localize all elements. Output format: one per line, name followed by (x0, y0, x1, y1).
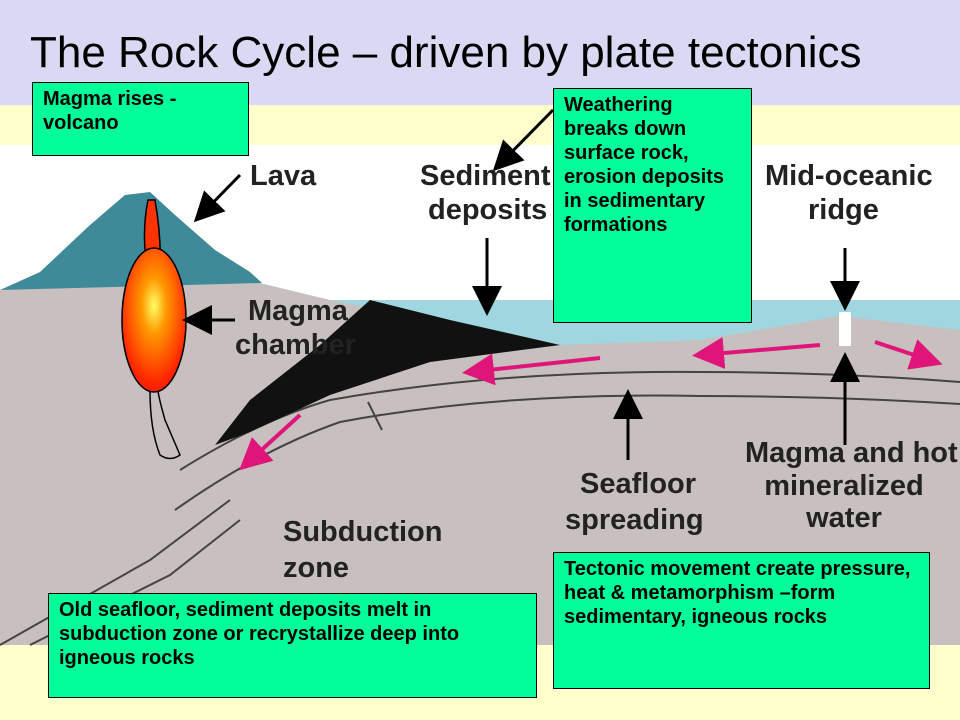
ridge-vent (839, 312, 851, 346)
label-magma-chamber-2: chamber (235, 329, 356, 361)
flow-arrow-subduction (239, 413, 302, 471)
label-magma-hot-1: Magma and hot (745, 437, 958, 469)
arrow-lava (193, 173, 242, 223)
flow-arrow-left-ridge (692, 337, 821, 369)
label-seafloor-1: Seafloor (580, 468, 697, 500)
label-magma-chamber-1: Magma (248, 295, 348, 327)
arrow-weathering (492, 108, 555, 172)
label-sediment-1: Sediment (420, 160, 551, 192)
label-subduction-1: Subduction (283, 516, 443, 548)
label-mid-oceanic-2: ridge (808, 194, 879, 226)
sediment-wedge (215, 300, 560, 445)
label-seafloor-2: spreading (565, 504, 704, 536)
callout-old-seafloor: Old seafloor, sediment deposits melt in … (48, 593, 537, 698)
flow-arrow-right-ridge (874, 339, 943, 370)
volcano-cone (0, 192, 262, 290)
label-magma-hot-2: mineralized water (764, 470, 924, 534)
flow-arrow-seafloor (462, 353, 601, 386)
callout-tectonic: Tectonic movement create pressure, heat … (553, 552, 930, 689)
callout-weathering: Weathering breaks down surface rock, ero… (553, 88, 752, 323)
label-subduction-2: zone (283, 552, 350, 584)
fault-mark (367, 401, 383, 431)
callout-magma-rises: Magma rises - volcano (32, 82, 249, 156)
label-mid-oceanic-1: Mid-oceanic (765, 160, 933, 192)
label-sediment-2: deposits (428, 194, 548, 226)
magma-chamber (121, 247, 187, 393)
plate-boundary-lower (174, 394, 960, 511)
magma-tail (149, 389, 181, 460)
slide-title: The Rock Cycle – driven by plate tectoni… (30, 28, 862, 77)
label-lava: Lava (250, 160, 317, 192)
